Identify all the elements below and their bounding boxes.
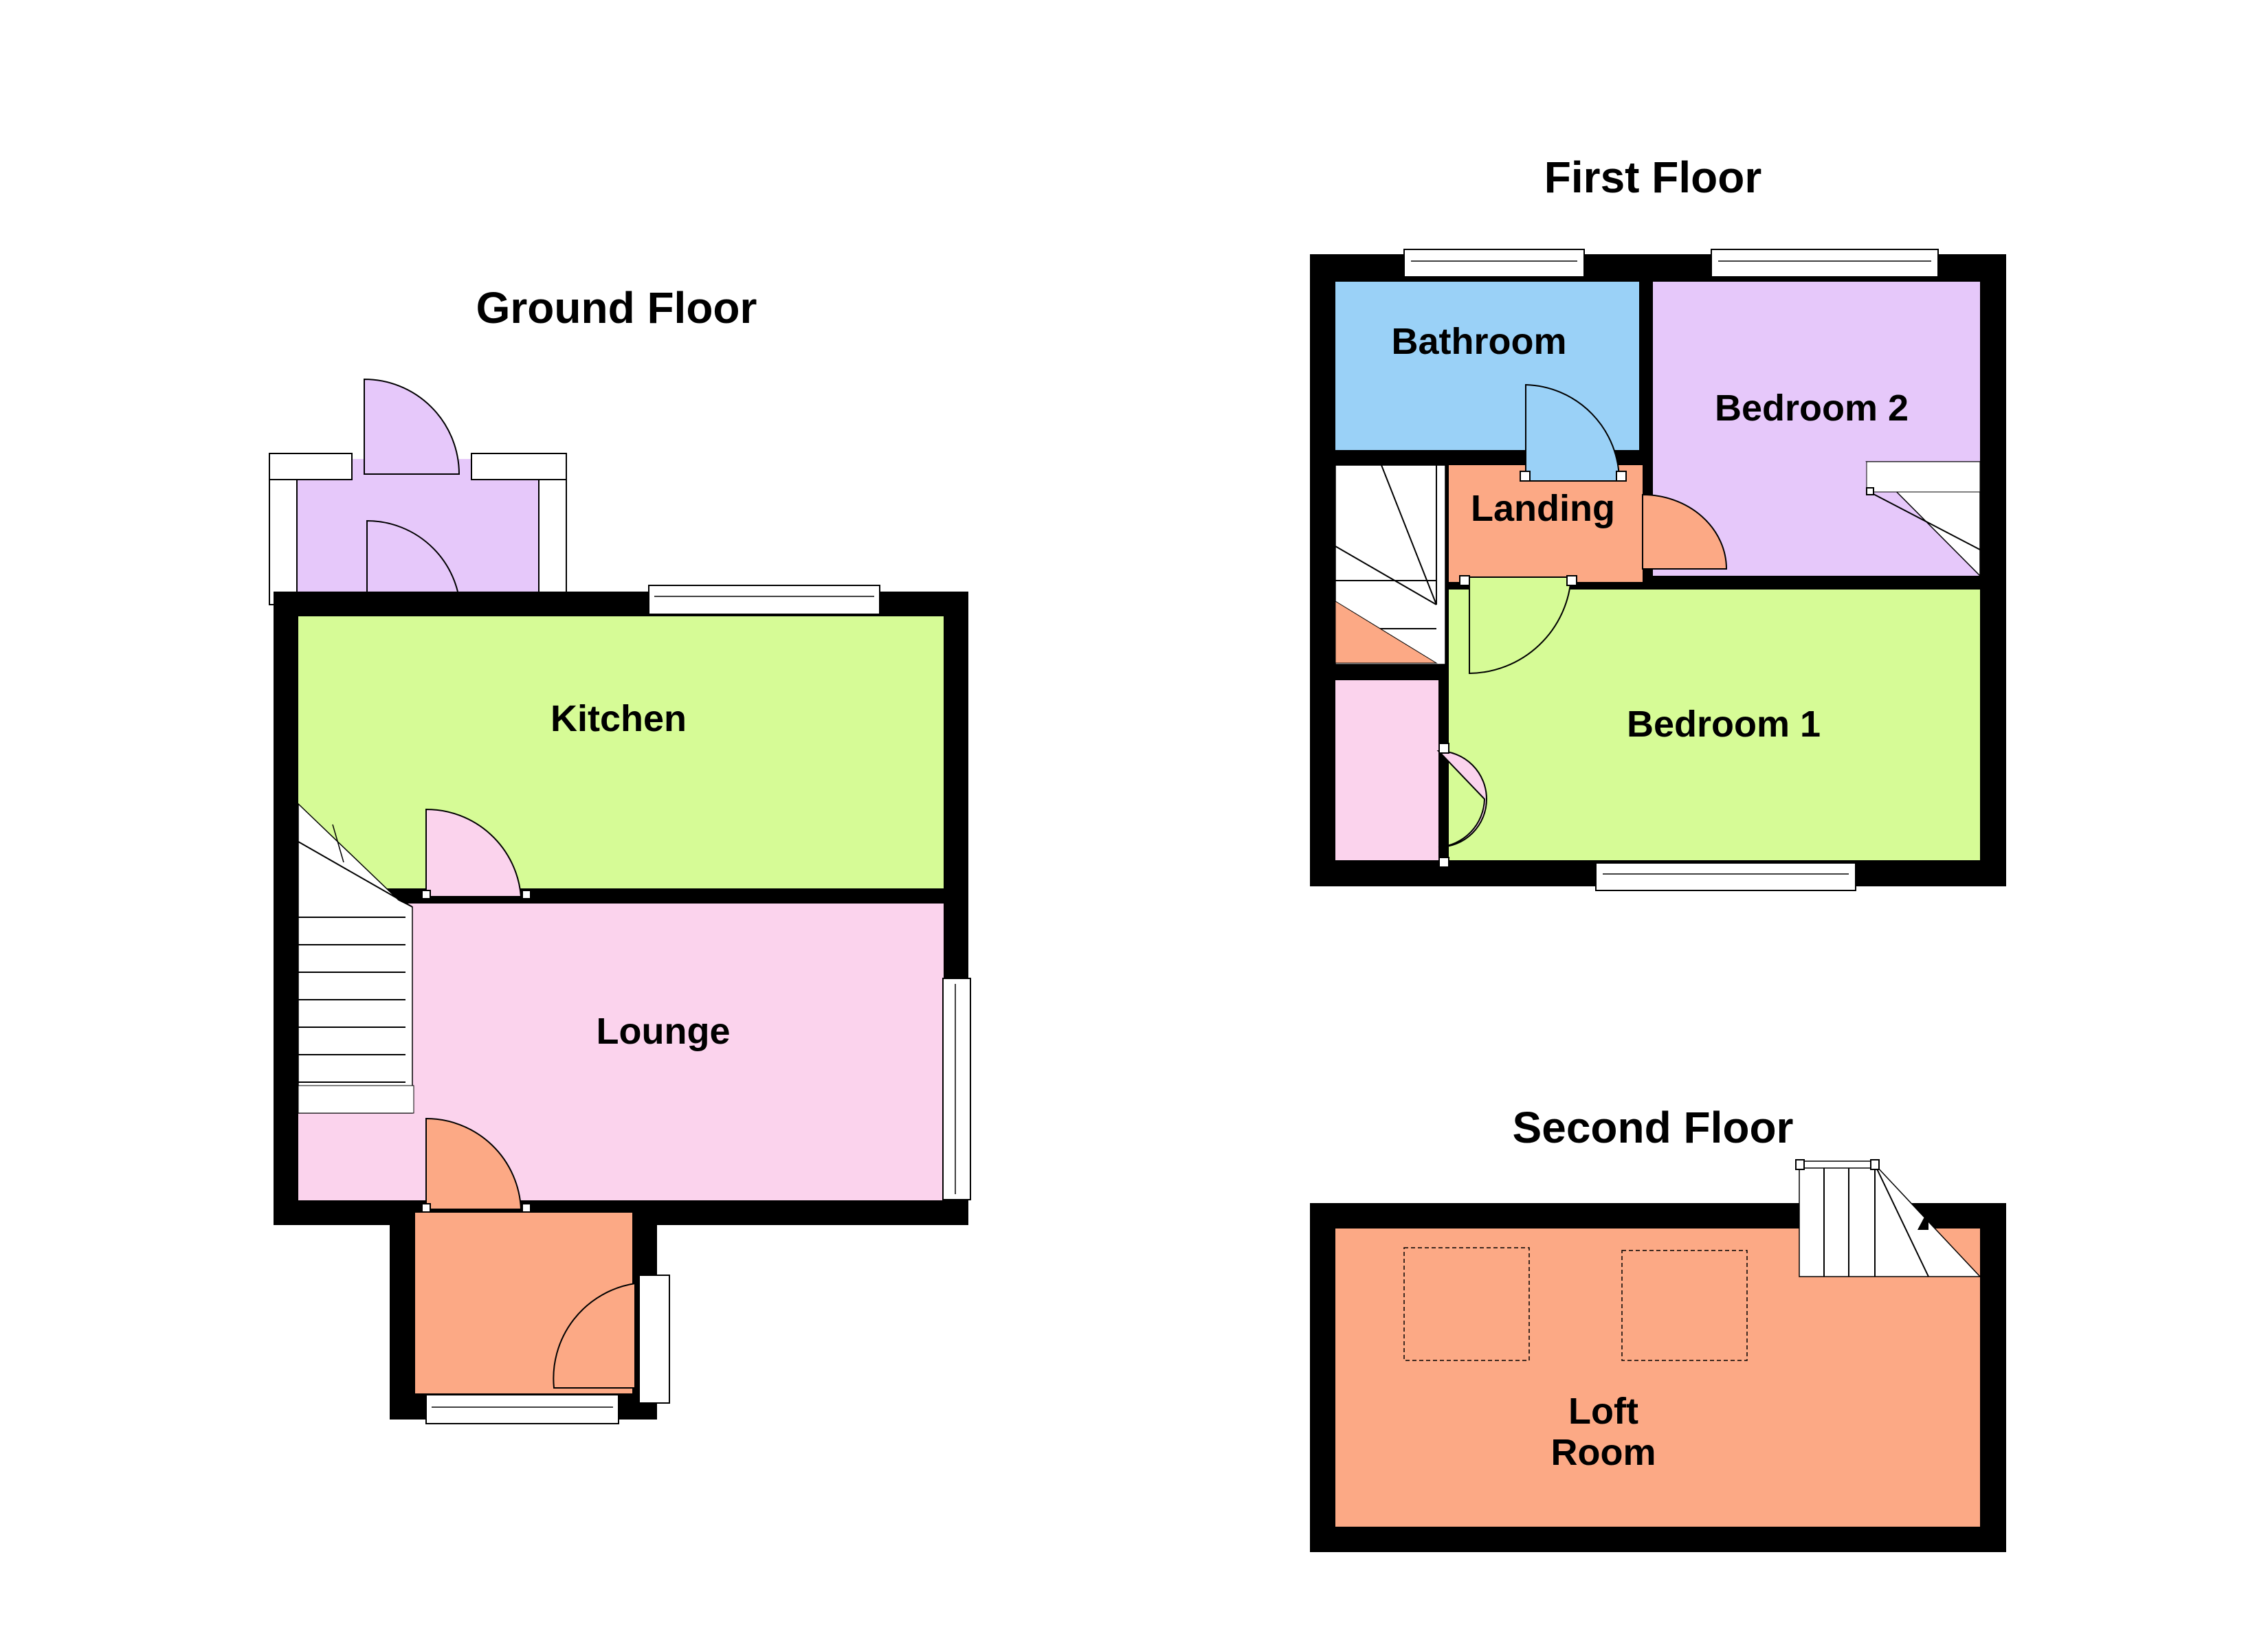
door-jamb (1566, 575, 1577, 586)
bedroom-2-bulkhead (1865, 461, 1981, 577)
door-jamb (1438, 743, 1449, 754)
second-floor: Second Floor Loft Room (1310, 1103, 2006, 1552)
kitchen-label: Kitchen (551, 698, 687, 739)
kitchen-window (648, 585, 880, 615)
door-jamb (421, 890, 431, 899)
landing-label: Landing (1471, 488, 1615, 529)
lounge-window (942, 978, 971, 1200)
hall-lounge-door-swing[interactable] (425, 1117, 522, 1210)
door-jamb (1459, 575, 1470, 586)
wardrobe-doors[interactable] (1436, 750, 1487, 848)
kitchen-room (298, 616, 944, 888)
ground-stairs[interactable] (298, 803, 414, 1114)
rear-lobby-top-right-window (471, 453, 567, 480)
rear-lobby (269, 378, 567, 616)
rear-door-swing[interactable] (364, 378, 460, 475)
bathroom-label: Bathroom (1392, 321, 1567, 362)
door-jamb (522, 1203, 531, 1213)
hall-window (425, 1394, 619, 1424)
front-door-swing[interactable] (553, 1282, 636, 1389)
bathroom-window (1403, 249, 1585, 278)
door-jamb (1438, 857, 1449, 868)
loft-label-line-2: Room (1551, 1432, 1656, 1473)
ground-floor-title: Ground Floor (476, 283, 757, 333)
bedroom-2-label: Bedroom 2 (1715, 388, 1909, 429)
second-floor-title: Second Floor (1513, 1103, 1794, 1152)
rear-lobby-top-left-window (269, 453, 353, 480)
front-door-side-panel (638, 1275, 670, 1404)
lounge-label: Lounge (597, 1011, 731, 1052)
bedroom-1-label: Bedroom 1 (1627, 704, 1821, 745)
door-jamb (522, 890, 531, 899)
first-floor-title: First Floor (1544, 153, 1761, 202)
skylight-1 (1403, 1247, 1530, 1361)
door-jamb (421, 1203, 431, 1213)
skylight-2 (1621, 1250, 1748, 1361)
bedroom-2-door-swing[interactable] (1642, 493, 1728, 570)
bedroom-1-door-swing[interactable] (1469, 576, 1572, 675)
loft-room (1335, 1229, 1980, 1527)
kitchen-lounge-door-swing[interactable] (425, 808, 522, 897)
ground-floor: Ground Floor Kitchen Lounge (269, 283, 971, 1424)
bedroom-2-window (1711, 249, 1939, 278)
loft-stairs[interactable] (1795, 1159, 1981, 1277)
door-jamb (1520, 471, 1531, 482)
first-floor: First Floor Bathroom Bedroom 2 Landing (1310, 153, 2006, 891)
wardrobe-room (1335, 680, 1438, 860)
loft-label-line-1: Loft (1568, 1391, 1638, 1432)
landing-room (1449, 465, 1643, 582)
first-floor-stairs[interactable] (1335, 464, 1446, 665)
door-jamb (1616, 471, 1627, 482)
bedroom-1-window (1595, 862, 1856, 891)
